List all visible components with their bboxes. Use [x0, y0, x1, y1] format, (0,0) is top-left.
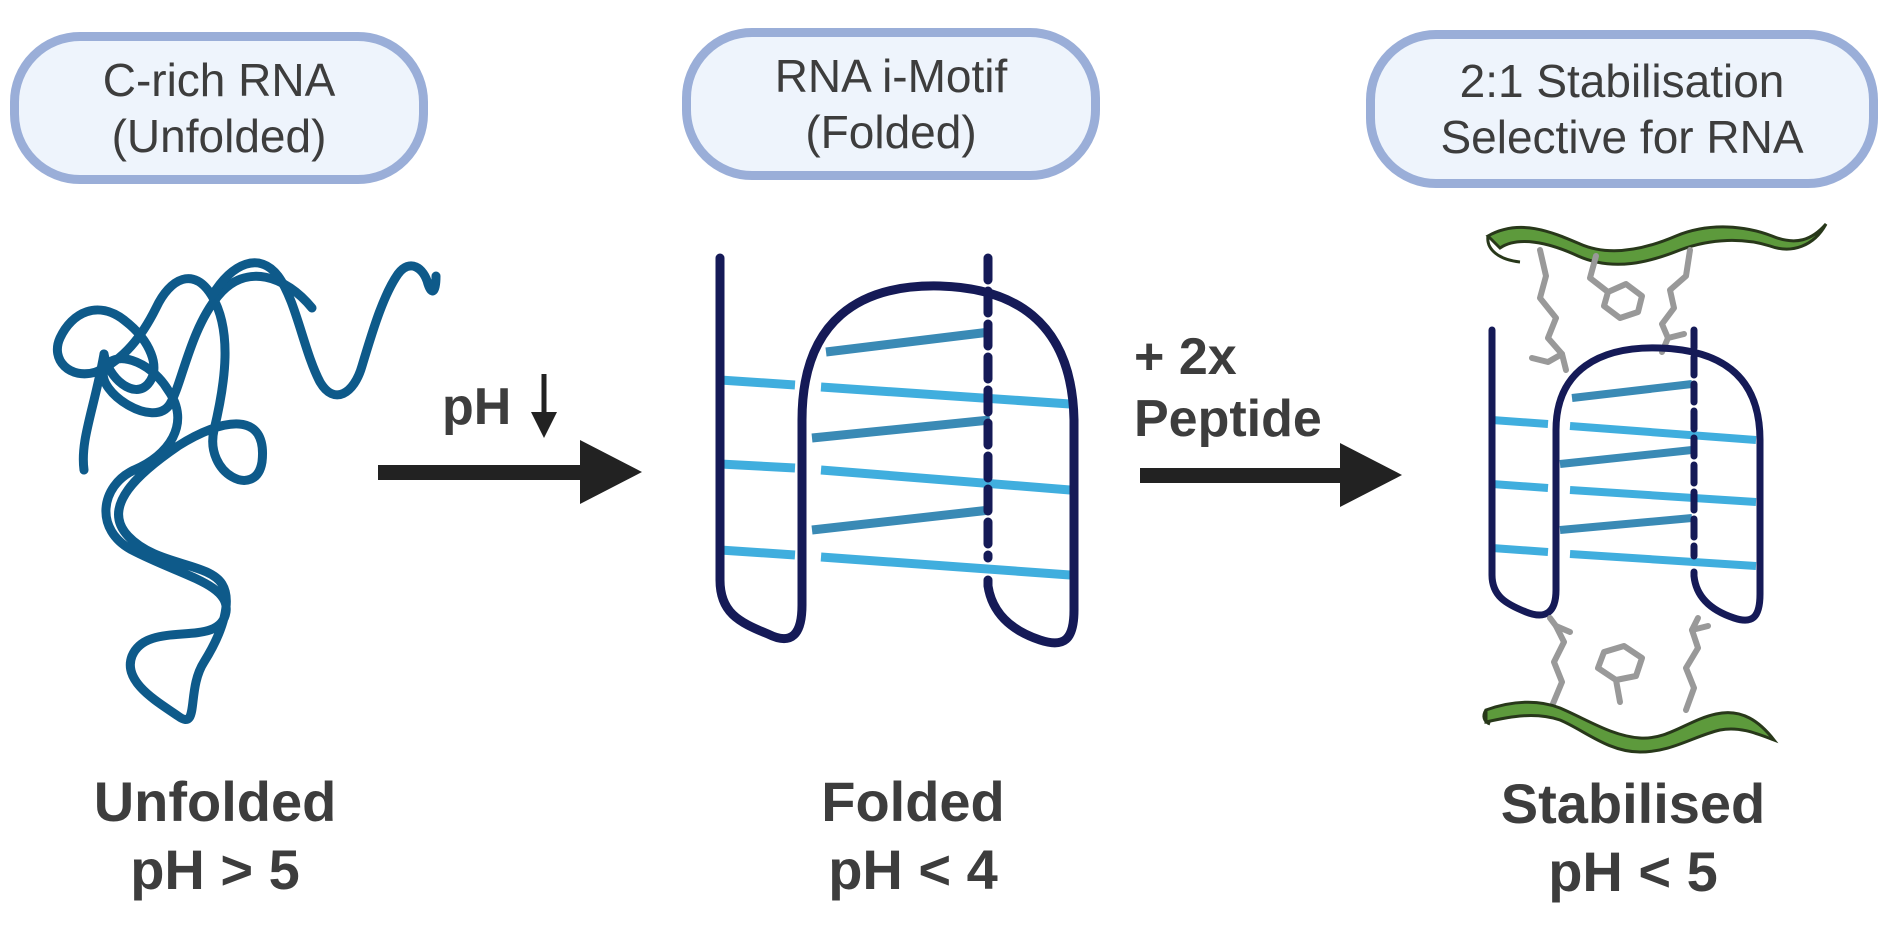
stabilised-backbone: [1488, 326, 1764, 624]
state-unfolded: Unfolded pH > 5: [40, 768, 390, 904]
ph-drop-label: pH: [442, 376, 511, 438]
top-peptide: [1485, 223, 1828, 373]
header-unfolded: C-rich RNA (Unfolded): [10, 32, 428, 184]
down-arrow-icon: [531, 374, 557, 438]
state-folded-line1: Folded: [821, 770, 1005, 833]
ph-drop-text: pH: [442, 378, 512, 436]
peptide-label-line2: Peptide: [1134, 390, 1322, 448]
header-folded-line2: (Folded): [805, 106, 977, 158]
header-stabilised-line1: 2:1 Stabilisation: [1459, 55, 1785, 107]
state-unfolded-line2: pH > 5: [130, 838, 300, 901]
state-stabilised-line2: pH < 5: [1548, 840, 1718, 903]
peptide-label-line1: + 2x: [1134, 328, 1237, 386]
state-folded: Folded pH < 4: [738, 768, 1088, 904]
header-stabilised-line2: Selective for RNA: [1440, 111, 1804, 163]
header-folded-line1: RNA i-Motif: [774, 50, 1008, 102]
peptide-label: + 2x Peptide: [1134, 326, 1322, 450]
state-stabilised-line1: Stabilised: [1500, 772, 1766, 835]
folded-imotif: [715, 253, 1079, 648]
stabilised-base-pairs: [1491, 380, 1757, 570]
right-arrow-icon: [1140, 443, 1402, 507]
state-unfolded-line1: Unfolded: [93, 770, 337, 833]
header-stabilised: 2:1 Stabilisation Selective for RNA: [1366, 30, 1878, 188]
unfolded-rna-strand: [53, 258, 441, 724]
header-folded: RNA i-Motif (Folded): [682, 28, 1100, 180]
imotif-base-pairs: [719, 327, 1071, 580]
bottom-peptide: [1482, 615, 1779, 754]
header-unfolded-line2: (Unfolded): [111, 110, 327, 162]
header-unfolded-line1: C-rich RNA: [102, 54, 336, 106]
stabilised-complex: [1482, 223, 1828, 754]
state-stabilised: Stabilised pH < 5: [1448, 770, 1818, 906]
imotif-backbone: [715, 253, 1079, 648]
right-arrow-icon: [378, 440, 642, 504]
state-folded-line2: pH < 4: [828, 838, 998, 901]
